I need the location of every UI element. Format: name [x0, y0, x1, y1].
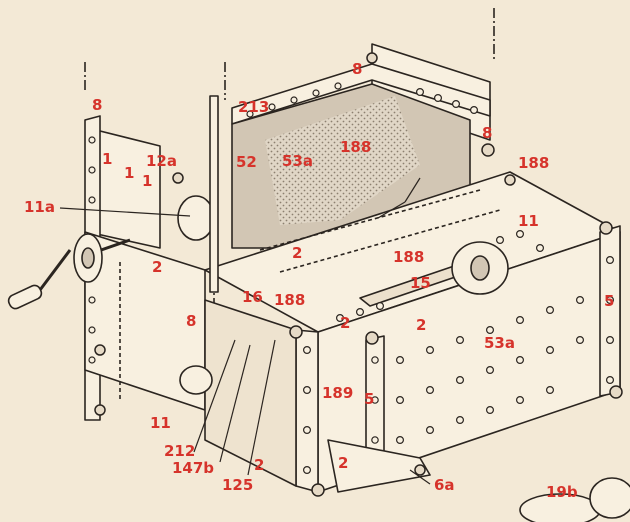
label-125: 125 — [222, 476, 253, 494]
label-8: 8 — [482, 124, 492, 142]
label-16: 16 — [242, 288, 263, 306]
pulley-19b-face — [589, 477, 630, 519]
label-1: 1 — [124, 164, 134, 182]
label-5: 5 — [604, 292, 614, 310]
label-52: 52 — [236, 153, 257, 171]
label-213: 213 — [238, 98, 269, 116]
crank-arm — [38, 249, 72, 291]
hidden-edge-line — [259, 189, 481, 251]
stippled-bracket — [265, 96, 420, 225]
label-53a: 53a — [282, 152, 313, 170]
label-188: 188 — [518, 154, 549, 172]
bottom-angle-bracket — [327, 439, 431, 493]
label-53a: 53a — [484, 334, 515, 352]
label-6a: 6a — [434, 476, 455, 494]
vertical-rod — [209, 95, 219, 293]
label-5: 5 — [364, 390, 374, 408]
label-8: 8 — [352, 60, 362, 78]
crank-grip — [7, 284, 43, 310]
label-2: 2 — [340, 314, 350, 332]
label-188: 188 — [340, 138, 371, 156]
front-lower-face — [204, 299, 297, 487]
lower-coupling — [179, 365, 213, 395]
label-2: 2 — [338, 454, 348, 472]
label-8: 8 — [92, 96, 102, 114]
label-189: 189 — [322, 384, 353, 402]
hole-pattern — [88, 82, 614, 475]
label-11: 11 — [150, 414, 171, 432]
right-upright-strip — [599, 225, 621, 397]
label-1: 1 — [102, 150, 112, 168]
label-19b: 19b — [546, 483, 578, 501]
label-11a: 11a — [24, 198, 55, 216]
label-188: 188 — [393, 248, 424, 266]
hidden-edge-line — [279, 209, 501, 273]
label-2: 2 — [254, 456, 264, 474]
part-labels: 8 8 8 8 1 1 1 12a 213 52 53a 188 188 188… — [24, 60, 614, 501]
label-147b: 147b — [172, 459, 214, 477]
bolt-heads — [94, 52, 623, 497]
label-12a: 12a — [146, 152, 177, 170]
leader-lines — [59, 177, 431, 485]
label-188: 188 — [274, 291, 305, 309]
label-2: 2 — [292, 244, 302, 262]
gear-wheel — [177, 195, 215, 241]
structure-lines — [7, 8, 630, 522]
right-pulley-hub — [470, 255, 490, 281]
label-2: 2 — [152, 258, 162, 276]
label-15: 15 — [410, 274, 431, 292]
label-1: 1 — [142, 172, 152, 190]
handwheel-hub — [81, 247, 95, 269]
label-8: 8 — [186, 312, 196, 330]
label-2: 2 — [416, 316, 426, 334]
label-11: 11 — [518, 212, 539, 230]
label-212: 212 — [164, 442, 195, 460]
